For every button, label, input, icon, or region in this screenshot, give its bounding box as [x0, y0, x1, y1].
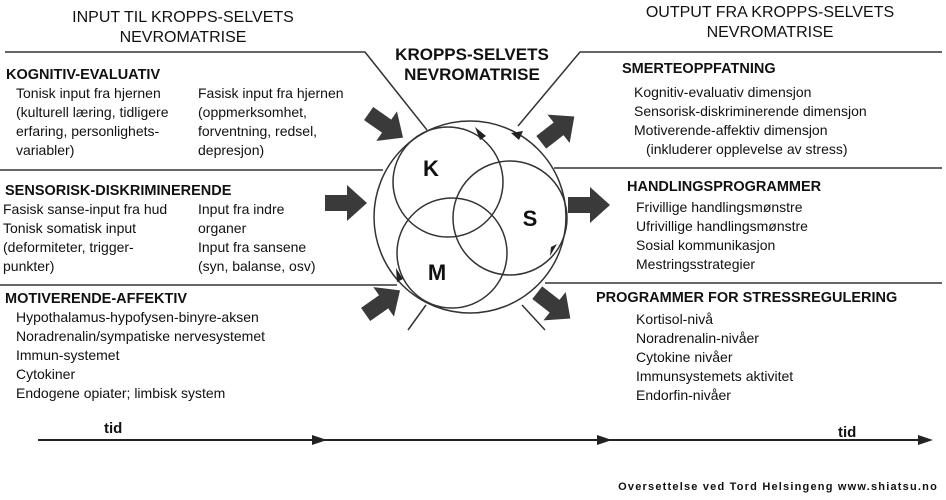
outer-circle — [373, 120, 567, 314]
text-line: organer — [198, 220, 247, 236]
text-line: Noradrenalin-nivåer — [636, 330, 759, 346]
text-line: (syn, balanse, osv) — [198, 258, 316, 274]
section-title: SMERTEOPPFATNING — [622, 61, 776, 77]
text-line: Kognitiv-evaluativ dimensjon — [634, 84, 811, 100]
output-stressregulering: PROGRAMMER FOR STRESSREGULERING Kortisol… — [596, 290, 897, 403]
section-title: SENSORISK-DISKRIMINERENDE — [5, 183, 232, 199]
text-line: Immunsystemets aktivitet — [636, 368, 793, 384]
arrowhead-icon — [475, 127, 486, 140]
left-header-line2: NEVROMATRISE — [120, 29, 247, 46]
text-line: Hypothalamus-hypofysen-binyre-aksen — [16, 309, 259, 325]
time-label-left: tid — [104, 420, 122, 437]
text-line: Immun-systemet — [16, 347, 120, 363]
s-circle — [452, 160, 568, 276]
text-line: Motiverende-affektiv dimensjon — [634, 122, 828, 138]
text-line: forventning, redsel, — [198, 123, 317, 139]
center-header-line1: KROPPS-SELVETS — [395, 45, 549, 64]
text-line: Input fra sansene — [198, 239, 306, 255]
text-line: Cytokine nivåer — [636, 349, 733, 365]
text-line: Noradrenalin/sympatiske nervesystemet — [16, 328, 265, 344]
arrowhead-icon — [312, 435, 327, 445]
right-header-line2: NEVROMATRISE — [707, 24, 834, 41]
text-line: Sensorisk-diskriminerende dimensjon — [634, 103, 867, 119]
footer-credit: Oversettelse ved Tord Helsingeng www.shi… — [618, 481, 938, 493]
left-header-line1: INPUT TIL KROPPS-SELVETS — [72, 9, 294, 26]
text-line: (kulturell læring, tidligere — [16, 104, 169, 120]
text-line: Kortisol-nivå — [636, 311, 713, 327]
text-line: Fasisk input fra hjernen — [198, 85, 344, 101]
center-header-line2: NEVROMATRISE — [404, 65, 540, 84]
arrowhead-icon — [511, 131, 523, 140]
time-label-right: tid — [838, 424, 856, 441]
text-line: Endorfin-nivåer — [636, 387, 731, 403]
arrowhead-icon — [550, 244, 557, 256]
timeline: tid tid — [38, 420, 933, 445]
arrow-icon — [355, 275, 411, 330]
neuromatrix-circles: K S M — [373, 120, 568, 314]
arrowhead-icon — [396, 268, 403, 282]
text-line: Ufrivillige handlingsmønstre — [636, 218, 808, 234]
k-label: K — [423, 156, 439, 181]
output-handlingsprogrammer: HANDLINGSPROGRAMMER Frivillige handlings… — [627, 179, 822, 272]
text-line: Endogene opiater; limbisk system — [16, 385, 225, 401]
output-smerteoppfatning: SMERTEOPPFATNING Kognitiv-evaluativ dime… — [622, 61, 867, 157]
text-line: (deformiteter, trigger- — [3, 239, 134, 255]
text-line: erfaring, personlighets- — [16, 123, 160, 139]
section-title: HANDLINGSPROGRAMMER — [627, 179, 822, 195]
text-line: (oppmerksomhet, — [198, 104, 307, 120]
k-circle — [392, 126, 504, 238]
s-label: S — [523, 206, 538, 231]
text-line: variabler) — [16, 142, 74, 158]
section-title: MOTIVERENDE-AFFEKTIV — [5, 291, 187, 307]
arrow-icon — [358, 98, 414, 153]
section-title: PROGRAMMER FOR STRESSREGULERING — [596, 290, 897, 306]
arrowhead-icon — [597, 435, 612, 445]
text-line: Input fra indre — [198, 201, 285, 217]
m-label: M — [428, 260, 446, 285]
arrowhead-icon — [918, 435, 933, 445]
arrow-icon — [568, 187, 610, 223]
text-line: Fasisk sanse-input fra hud — [3, 201, 167, 217]
text-line: Tonisk input fra hjernen — [16, 85, 161, 101]
arrow-icon — [325, 185, 367, 221]
right-header-line1: OUTPUT FRA KROPPS-SELVETS — [646, 4, 894, 21]
input-arrows — [325, 98, 414, 330]
text-line: Tonisk somatisk input — [3, 220, 136, 236]
text-line: Frivillige handlingsmønstre — [636, 199, 803, 215]
text-line: depresjon) — [198, 142, 264, 158]
text-line: Mestringsstrategier — [636, 256, 755, 272]
section-title: KOGNITIV-EVALUATIV — [6, 67, 160, 83]
input-sensorisk-diskriminerende: SENSORISK-DISKRIMINERENDE Fasisk sanse-i… — [3, 183, 316, 274]
text-line: punkter) — [3, 258, 54, 274]
input-motiverende-affektiv: MOTIVERENDE-AFFEKTIV Hypothalamus-hypofy… — [5, 291, 265, 401]
input-kognitiv-evaluativ: KOGNITIV-EVALUATIV Tonisk input fra hjer… — [6, 67, 344, 158]
text-line: (inkluderer opplevelse av stress) — [646, 141, 848, 157]
arrow-icon — [526, 278, 582, 333]
m-circle — [396, 197, 508, 309]
text-line: Sosial kommunikasjon — [636, 237, 775, 253]
text-line: Cytokiner — [16, 366, 75, 382]
divider-lines — [0, 51, 942, 331]
arrow-icon — [530, 102, 586, 157]
